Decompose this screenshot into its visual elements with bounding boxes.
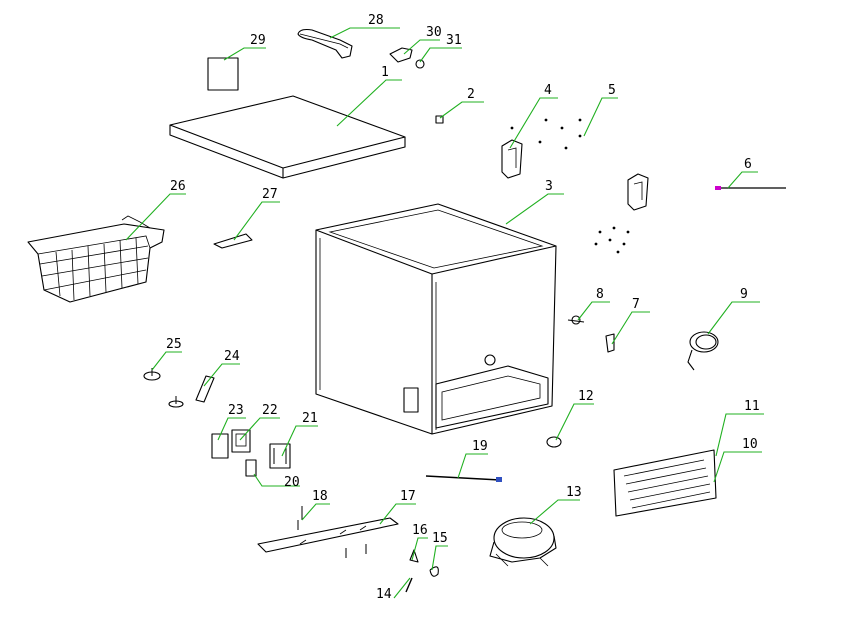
label-19: 19: [472, 439, 488, 454]
label-3: 3: [545, 179, 553, 194]
label-13: 13: [566, 485, 582, 500]
part-leveling-feet: [143, 368, 184, 408]
part-grommet: [546, 436, 562, 448]
label-23: 23: [228, 403, 244, 418]
label-12: 12: [578, 389, 594, 404]
label-25: 25: [166, 337, 182, 352]
label-27: 27: [262, 187, 278, 202]
label-31: 31: [446, 33, 462, 48]
part-hinge-left: [501, 139, 523, 179]
part-hinge-right: [627, 173, 649, 211]
part-lock: [389, 47, 425, 69]
part-wire: [715, 186, 786, 190]
part-spring: [429, 566, 439, 577]
label-28: 28: [368, 13, 384, 28]
part-relay: [231, 429, 251, 453]
leader-lines: [125, 27, 764, 599]
part-overload-protector: [245, 459, 257, 477]
part-clamp: [409, 549, 419, 563]
part-compressor: [489, 517, 557, 567]
part-screws-right: [594, 226, 630, 254]
label-16: 16: [412, 523, 428, 538]
label-10: 10: [742, 437, 758, 452]
label-21: 21: [302, 411, 318, 426]
part-power-cord: [687, 331, 719, 371]
part-lid: [169, 95, 406, 179]
part-label-plate: [207, 57, 239, 91]
part-basket: [27, 215, 165, 303]
part-screws-top: [510, 118, 582, 150]
label-22: 22: [262, 403, 278, 418]
part-cabinet: [315, 203, 557, 435]
part-mount-plate: [211, 433, 229, 459]
label-17: 17: [400, 489, 416, 504]
label-9: 9: [740, 287, 748, 302]
label-15: 15: [432, 531, 448, 546]
part-drain-plug: [195, 375, 215, 403]
part-pin: [405, 577, 413, 593]
part-clip: [435, 115, 444, 124]
part-thermostat: [567, 315, 585, 325]
label-24: 24: [224, 349, 240, 364]
label-20: 20: [284, 475, 300, 490]
part-capacitor-box: [269, 443, 291, 469]
label-26: 26: [170, 179, 186, 194]
label-11: 11: [744, 399, 760, 414]
label-5: 5: [608, 83, 616, 98]
label-7: 7: [632, 297, 640, 312]
part-condenser-grill: [613, 449, 717, 517]
part-drain-tube: [425, 475, 502, 482]
label-8: 8: [596, 287, 604, 302]
part-handle: [297, 28, 353, 59]
label-2: 2: [467, 87, 475, 102]
part-base-plate: [257, 517, 399, 553]
label-18: 18: [312, 489, 328, 504]
part-divider: [213, 233, 253, 249]
label-30: 30: [426, 25, 442, 40]
label-29: 29: [250, 33, 266, 48]
label-14: 14: [376, 587, 392, 602]
label-1: 1: [381, 65, 389, 80]
part-base-screws: [297, 506, 367, 558]
part-bracket: [605, 333, 615, 353]
label-4: 4: [544, 83, 552, 98]
label-6: 6: [744, 157, 752, 172]
